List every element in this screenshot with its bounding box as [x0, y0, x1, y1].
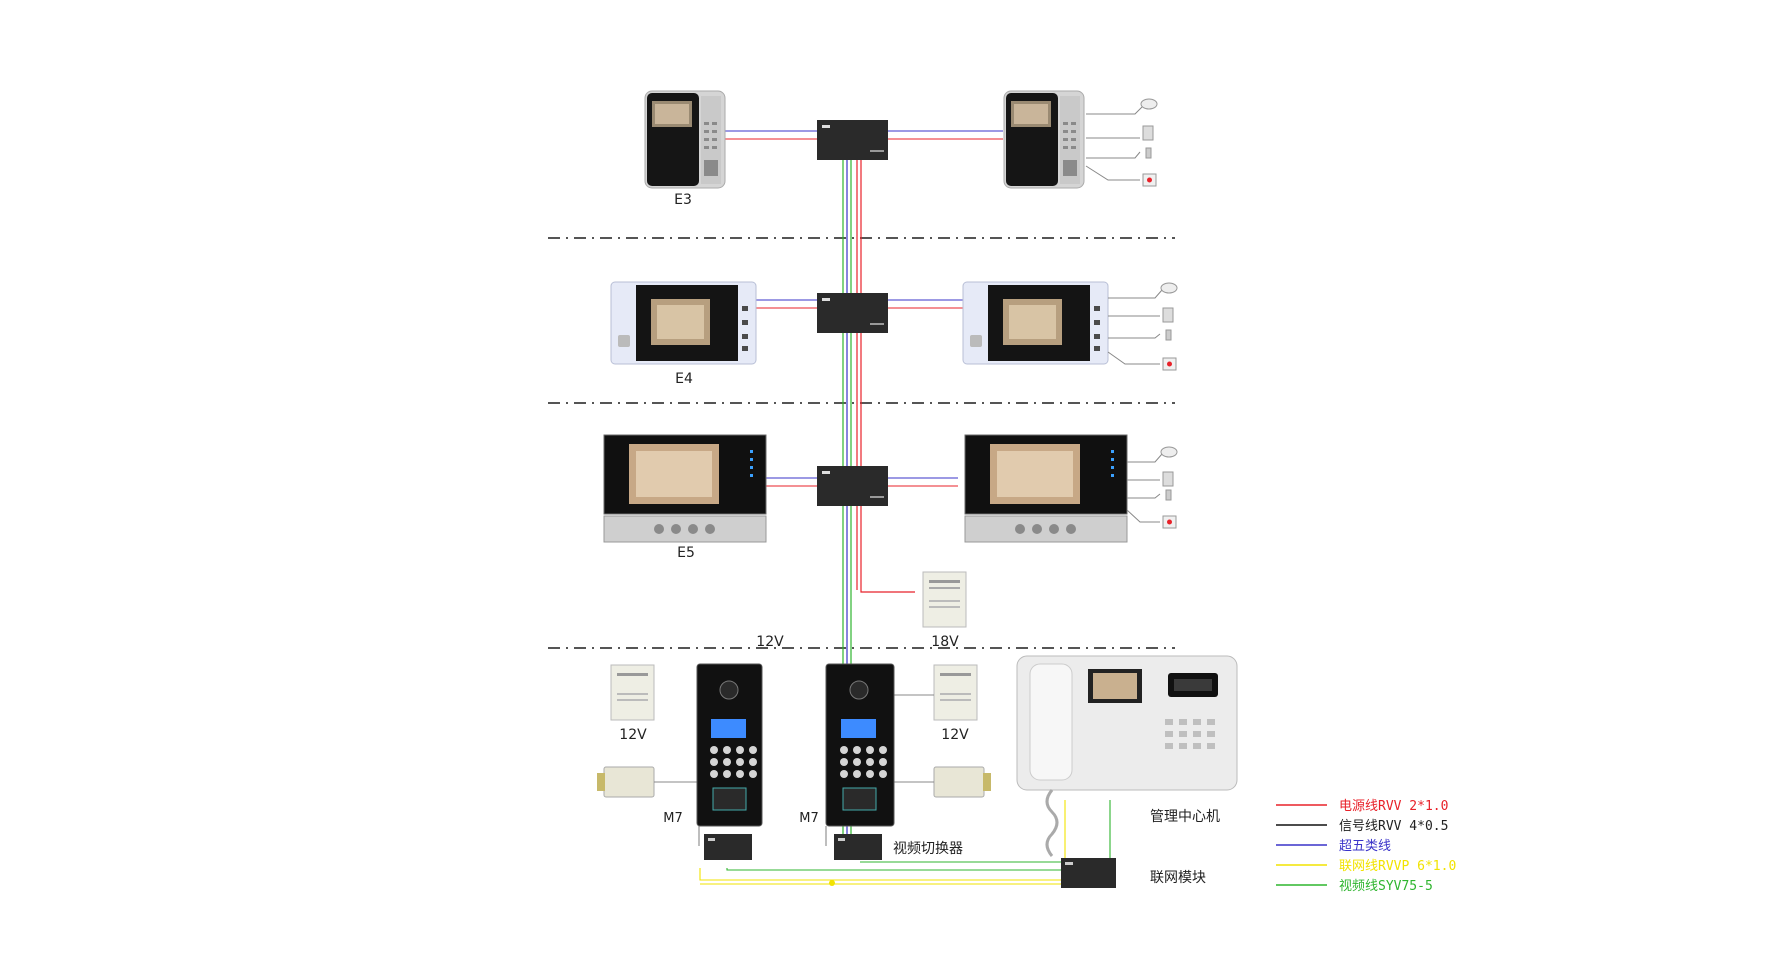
e5-monitor-left — [603, 434, 767, 543]
network-module — [1061, 858, 1116, 888]
sensor-set-floor-1 — [1140, 98, 1158, 187]
electric-lock-left — [597, 766, 697, 798]
floor-wires — [722, 130, 1003, 487]
e4-label: E4 — [675, 371, 693, 387]
e3-label: E3 — [674, 192, 692, 208]
door-sensor-icon — [1165, 489, 1172, 501]
sensor-set-floor-3 — [1160, 446, 1178, 529]
m7-left-label: M7 — [663, 811, 683, 826]
psu-top-12v-label: 12V — [756, 634, 784, 650]
psu-right-12v-label: 12V — [941, 727, 969, 743]
power-supply-18v — [922, 571, 967, 628]
video-switcher-label: 视频切换器 — [893, 840, 963, 857]
e5-monitor-right — [964, 434, 1128, 543]
junction-dot — [829, 880, 835, 886]
floor-switcher-3 — [817, 466, 888, 506]
smoke-detector-icon — [1160, 282, 1178, 294]
sensor-set-floor-2 — [1160, 282, 1178, 371]
e5-label: E5 — [677, 545, 695, 561]
e3-monitor-left — [644, 90, 726, 189]
gas-detector-icon — [1162, 471, 1174, 487]
management-center-label: 管理中心机 — [1150, 809, 1220, 825]
door-sensor-icon — [1165, 329, 1172, 341]
management-center-unit — [1016, 655, 1238, 857]
door-sensor-icon — [1145, 147, 1152, 159]
legend-label-4: 视频线SYV75-5 — [1339, 879, 1433, 894]
e4-monitor-left — [610, 281, 757, 365]
gas-detector-icon — [1162, 307, 1174, 323]
floor-switchers — [817, 120, 888, 506]
e3-monitor-right — [1003, 90, 1085, 189]
legend-label-1: 信号线RVV 4*0.5 — [1339, 819, 1448, 834]
power-supply-12v-right — [933, 664, 978, 721]
m7-right-label: M7 — [799, 811, 819, 826]
bottom-wires — [698, 800, 1111, 885]
floor-switcher-1 — [817, 120, 888, 160]
legend-label-2: 超五类线 — [1339, 839, 1391, 854]
floor-switcher-2 — [817, 293, 888, 333]
smoke-detector-icon — [1160, 446, 1178, 458]
video-switcher-left — [704, 834, 752, 860]
gas-detector-icon — [1142, 125, 1154, 141]
video-switcher-right — [834, 834, 882, 860]
psu-18v-label: 18V — [931, 634, 959, 650]
m7-doorstation-left — [696, 663, 763, 827]
legend-label-0: 电源线RVV 2*1.0 — [1339, 799, 1448, 814]
psu-left-12v-label: 12V — [619, 727, 647, 743]
m7-doorstation-right — [825, 663, 895, 827]
sensor-wires — [1085, 105, 1163, 523]
power-supply-12v-left — [610, 664, 655, 721]
legend-label-3: 联网线RVVP 6*1.0 — [1339, 859, 1456, 874]
network-module-label: 联网模块 — [1150, 870, 1206, 886]
electric-lock-right — [894, 694, 991, 798]
e4-monitor-right — [962, 281, 1109, 365]
smoke-detector-icon — [1140, 98, 1158, 110]
